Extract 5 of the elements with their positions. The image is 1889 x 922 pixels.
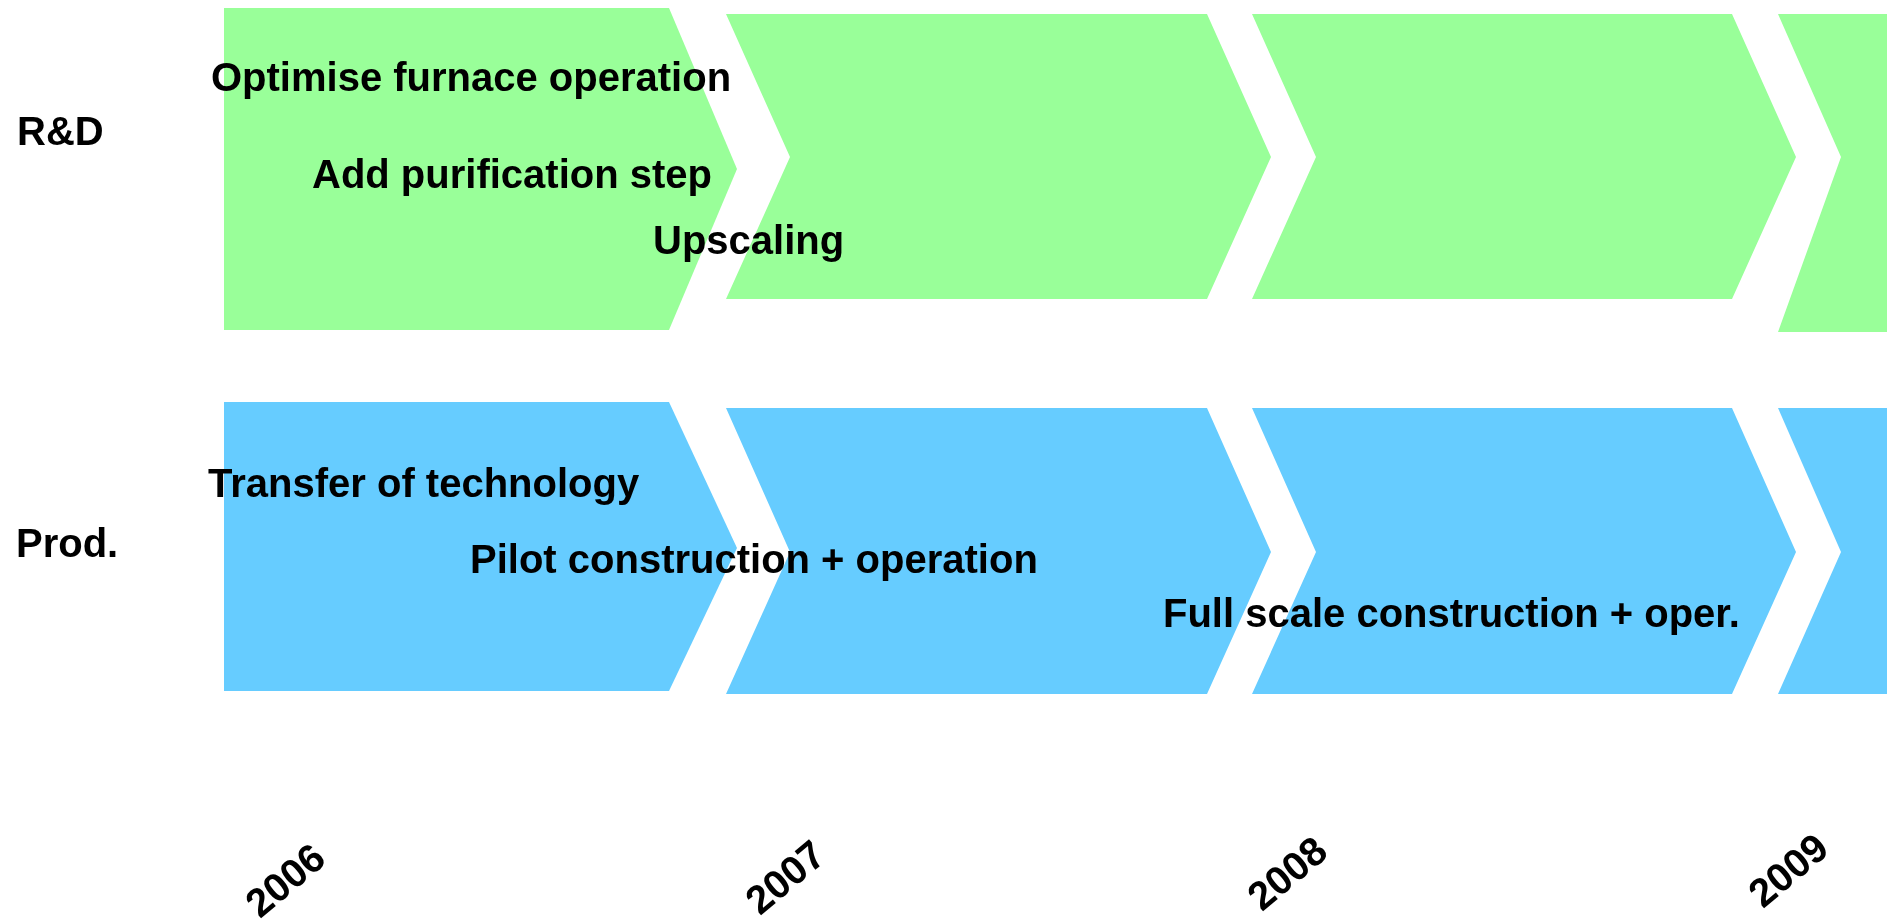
task-label: Add purification step — [312, 151, 712, 197]
task-label: Upscaling — [653, 217, 845, 263]
row-label: R&D — [17, 108, 104, 154]
row-label: Prod. — [16, 520, 119, 566]
task-label: Optimise furnace operation — [211, 54, 732, 100]
